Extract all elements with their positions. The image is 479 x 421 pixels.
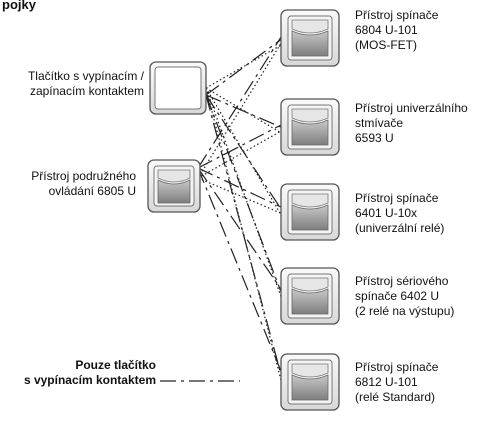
device-label-line: (univerzální relé) — [355, 221, 445, 235]
legend-label-line1: Pouze tlačítko — [75, 358, 156, 372]
device-label-line: 6804 U-101 — [355, 23, 418, 37]
connection-line — [197, 167, 284, 293]
switch-button-label-line1: Tlačítko s vypínacím / — [27, 69, 144, 83]
connection-line — [205, 87, 284, 219]
section-heading: pojky — [2, 0, 36, 12]
aux-control-device — [147, 159, 201, 213]
device-label-line: Přístroj sériového — [355, 274, 449, 288]
device-label-line: (relé Standard) — [355, 390, 436, 404]
switch-button-label: Tlačítko s vypínacím / zapínacím kontakt… — [28, 69, 144, 99]
device-label-line: Přístroj spínače — [355, 8, 439, 22]
device-icon-3 — [280, 183, 340, 241]
connection-line — [197, 33, 284, 169]
connection-line — [197, 167, 284, 209]
device-label-5: Přístroj spínače 6812 U-101 (relé Standa… — [355, 360, 438, 405]
aux-control-label: Přístroj podružného ovládání 6805 U — [31, 169, 136, 199]
legend-label: Pouze tlačítko s vypínacím kontaktem — [24, 358, 156, 388]
device-label-line: Přístroj univerzálního — [355, 101, 468, 115]
connection-line — [205, 94, 284, 383]
push-button-device — [149, 61, 207, 115]
connection-line — [205, 87, 284, 135]
connection-line — [205, 94, 284, 213]
legend-label-line2: s vypínacím kontaktem — [23, 373, 156, 387]
device-label-line: Přístroj spínače — [355, 360, 439, 374]
device-label-line: spínače 6402 U — [355, 289, 440, 303]
connections-switch — [197, 33, 284, 383]
connection-line — [197, 123, 284, 169]
switch-button-label-line2: zapínacím kontaktem — [29, 84, 144, 98]
aux-control-label-line1: Přístroj podružného — [31, 169, 136, 183]
device-label-4: Přístroj sériového spínače 6402 U (2 rel… — [355, 274, 454, 319]
connection-line — [205, 37, 284, 96]
device-label-line: (MOS-FET) — [355, 38, 417, 52]
device-label-line: (2 relé na výstupu) — [355, 304, 455, 318]
connections-aux — [197, 39, 284, 389]
device-icon-5 — [280, 353, 340, 411]
device-label-2: Přístroj univerzálního stmívače 6593 U — [355, 101, 468, 146]
connection-line — [197, 177, 284, 215]
device-label-1: Přístroj spínače 6804 U-101 (MOS-FET) — [355, 8, 438, 53]
connection-line — [197, 167, 284, 377]
device-label-line: Přístroj spínače — [355, 191, 439, 205]
device-icon-4 — [280, 267, 340, 325]
device-icon-1 — [280, 9, 340, 67]
connection-line — [197, 39, 284, 179]
aux-control-label-line2: ovládání 6805 U — [48, 184, 136, 198]
device-label-line: 6812 U-101 — [355, 375, 418, 389]
connection-line — [205, 94, 284, 298]
device-label-line: 6401 U-10x — [355, 206, 418, 220]
device-label-3: Přístroj spínače 6401 U-10x (univerzální… — [355, 191, 444, 236]
device-label-line: 6593 U — [355, 131, 394, 145]
connection-line — [205, 43, 284, 89]
device-label-line: stmívače — [355, 116, 404, 130]
connection-line — [197, 129, 284, 179]
device-icon-2 — [280, 98, 340, 156]
